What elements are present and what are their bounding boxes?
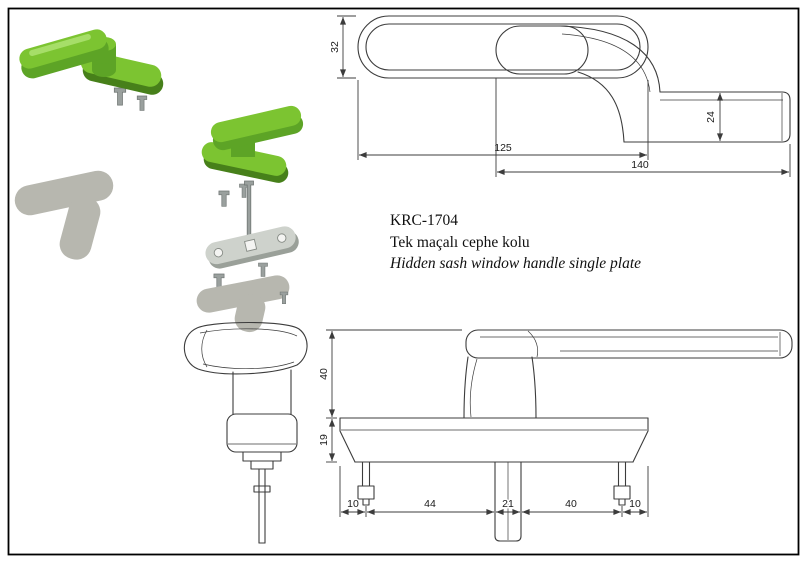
screw-tip bbox=[362, 498, 370, 506]
plate-left-end bbox=[339, 417, 356, 463]
screw-nut bbox=[613, 485, 631, 500]
screw-tip bbox=[618, 498, 626, 506]
handle-hub-bottom bbox=[92, 63, 116, 77]
grip-end-outline bbox=[183, 321, 308, 375]
dim-label-handle-height: 40 bbox=[318, 368, 330, 380]
grip-neck-bottom-curve bbox=[577, 71, 625, 143]
plate-screw-hole bbox=[213, 248, 224, 258]
dim-label-left-offset: 10 bbox=[347, 498, 359, 510]
screw-shaft bbox=[617, 461, 627, 487]
shadow-grip-arm bbox=[196, 275, 290, 313]
plate-outline-outer bbox=[357, 15, 649, 79]
exploded-base-plate bbox=[205, 226, 299, 269]
side-view-drawing: 40 19 10 44 21 40 10 bbox=[317, 329, 793, 542]
spindle-collar bbox=[253, 485, 271, 493]
screw-icon bbox=[218, 190, 230, 207]
screw-pin-icon bbox=[136, 95, 148, 111]
screw-icon bbox=[258, 262, 268, 277]
dim-label-base-height: 19 bbox=[318, 434, 330, 446]
dim-label-right-span: 40 bbox=[565, 498, 577, 510]
grip-bar-outline bbox=[465, 329, 793, 359]
product-name-turkish: Tek maçalı cephe kolu bbox=[390, 233, 530, 251]
dim-label-grip-width: 24 bbox=[705, 111, 717, 123]
exploded-view bbox=[196, 105, 304, 333]
grip-bar-outline bbox=[623, 91, 791, 143]
plate-spindle-hole bbox=[244, 238, 258, 252]
screw-shaft bbox=[361, 461, 371, 487]
dim-label-overall-length: 140 bbox=[631, 159, 649, 171]
rosette-outline bbox=[226, 413, 298, 453]
step-cylinder-large bbox=[242, 451, 282, 462]
dim-label-spindle-width: 21 bbox=[502, 498, 514, 510]
iso-view-shadow-silhouette bbox=[14, 170, 114, 260]
neck-left-edge bbox=[463, 356, 469, 419]
top-view-dimensions: 32 24 125 140 bbox=[328, 15, 791, 177]
top-view-drawing: 32 24 125 140 bbox=[328, 15, 791, 177]
handle-grip-highlight bbox=[29, 34, 91, 56]
exploded-handle bbox=[201, 105, 304, 183]
fixing-screw-left bbox=[357, 461, 375, 506]
exploded-shadow-handle bbox=[196, 275, 290, 333]
sheet-border bbox=[7, 7, 800, 556]
dim-label-right-offset: 10 bbox=[629, 498, 641, 510]
dim-label-plate-length: 125 bbox=[494, 142, 512, 154]
screw-nut bbox=[357, 485, 375, 500]
grip-end-left-line bbox=[201, 329, 208, 368]
fixing-screw-right bbox=[613, 461, 631, 506]
plate-outline-inner bbox=[365, 23, 641, 71]
grip-transition-curve bbox=[527, 330, 539, 358]
front-view-drawing bbox=[183, 321, 308, 544]
product-info: KRC-1704 Tek maçalı cephe kolu Hidden sa… bbox=[390, 210, 641, 275]
shadow-stem bbox=[59, 196, 101, 260]
grip-neck-inner-curve bbox=[561, 33, 651, 93]
spindle-housing-outline bbox=[494, 461, 522, 542]
grip-end-bottom-line bbox=[202, 361, 295, 369]
plate-screw-hole bbox=[277, 233, 287, 243]
grip-neck-top-curve bbox=[559, 25, 661, 93]
product-name-english: Hidden sash window handle single plate bbox=[390, 255, 642, 272]
step-cylinder-small bbox=[250, 460, 274, 470]
exploded-base-bar-top bbox=[201, 142, 287, 176]
grip-head-outline bbox=[495, 25, 589, 75]
side-view-dimensions: 40 19 10 44 21 40 10 bbox=[317, 329, 649, 517]
shadow-grip-arm bbox=[14, 170, 114, 216]
dim-label-left-span: 44 bbox=[424, 498, 436, 510]
product-code: KRC-1704 bbox=[390, 212, 459, 229]
iso-view-colored-handle bbox=[19, 29, 164, 111]
neck-inner-curve bbox=[469, 358, 478, 418]
exploded-grip-top bbox=[210, 105, 302, 143]
screw-pin-icon bbox=[113, 87, 127, 106]
plate-right-end bbox=[632, 417, 649, 463]
grip-end-top-line bbox=[199, 328, 298, 337]
dim-label-plate-width: 32 bbox=[329, 41, 341, 53]
neck-right-edge bbox=[531, 356, 537, 419]
